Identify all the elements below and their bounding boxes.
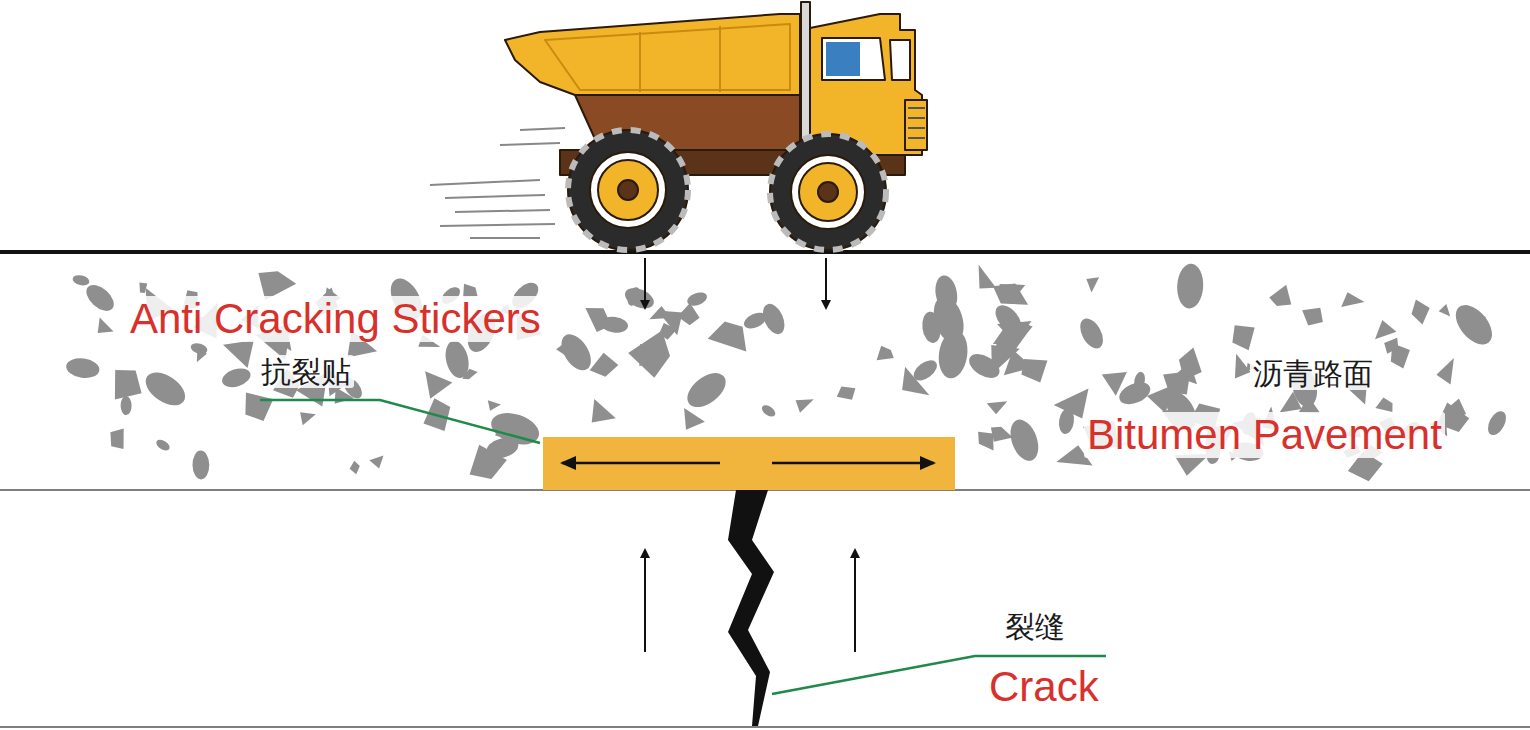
aggregate-stone bbox=[684, 408, 705, 430]
aggregate-stone bbox=[659, 323, 677, 340]
aggregate-stone bbox=[1176, 263, 1204, 309]
aggregate-stone bbox=[245, 393, 273, 421]
aggregate-stone bbox=[628, 331, 670, 378]
aggregate-stone bbox=[592, 399, 616, 423]
aggregate-stone bbox=[649, 306, 670, 319]
aggregate-stone bbox=[877, 346, 894, 360]
crack-label-en: Crack bbox=[986, 664, 1102, 710]
sticker-label-cn: 抗裂贴 bbox=[258, 355, 354, 388]
dump-truck bbox=[430, 2, 927, 250]
aggregate-stone bbox=[993, 283, 1028, 304]
aggregate-stone bbox=[223, 340, 254, 368]
tension-arrow bbox=[562, 462, 720, 465]
pavement-label-cn: 沥青路面 bbox=[1250, 357, 1376, 390]
aggregate-stone bbox=[442, 339, 472, 381]
aggregate-stone bbox=[1302, 308, 1323, 326]
anti-crack-sticker bbox=[543, 437, 955, 490]
aggregate-stone bbox=[1484, 408, 1509, 438]
aggregate-stone bbox=[1436, 358, 1454, 384]
crack-symbol bbox=[728, 490, 774, 726]
aggregate-stone bbox=[110, 428, 123, 449]
aggregate-stone bbox=[154, 438, 171, 453]
aggregate-stone bbox=[115, 370, 142, 400]
base-line bbox=[0, 726, 1530, 728]
pavement-label-en: Bitumen Pavement bbox=[1084, 412, 1445, 458]
tension-arrow bbox=[772, 462, 934, 465]
aggregate-stone bbox=[1076, 315, 1108, 352]
aggregate-stone bbox=[933, 274, 960, 314]
road-surface-line bbox=[0, 250, 1530, 254]
aggregate-stone bbox=[300, 412, 316, 425]
aggregate-stone bbox=[65, 356, 101, 380]
aggregate-stone bbox=[1086, 277, 1099, 292]
aggregate-stone bbox=[120, 396, 131, 415]
aggregate-stone bbox=[425, 371, 452, 399]
aggregate-stone bbox=[463, 284, 477, 297]
aggregate-stone bbox=[1341, 292, 1364, 307]
pavement-layer: 沥青路面 Bitumen Pavement bbox=[0, 254, 1530, 489]
aggregate-stone bbox=[139, 283, 147, 294]
load-arrow bbox=[825, 258, 827, 308]
aggregate-stone bbox=[590, 353, 619, 377]
aggregate-stone bbox=[1232, 325, 1254, 350]
aggregate-stone bbox=[1375, 320, 1397, 339]
aggregate-stone bbox=[987, 401, 1008, 414]
aggregate-stone bbox=[681, 366, 732, 414]
aggregate-stone bbox=[1412, 299, 1430, 324]
aggregate-stone bbox=[1375, 398, 1392, 413]
aggregate-stone bbox=[72, 274, 91, 287]
aggregate-stone bbox=[965, 349, 1004, 383]
aggregate-stone bbox=[708, 321, 747, 351]
aggregate-stone bbox=[1439, 304, 1451, 317]
aggregate-stone bbox=[488, 400, 501, 410]
aggregate-stone bbox=[997, 321, 1032, 344]
aggregate-stone bbox=[369, 455, 383, 468]
aggregate-stone bbox=[991, 427, 1013, 442]
aggregate-stone bbox=[837, 387, 856, 400]
aggregate-stone bbox=[796, 399, 814, 413]
aggregate-stone bbox=[760, 403, 777, 419]
leader-line bbox=[260, 400, 540, 443]
aggregate-stone bbox=[350, 461, 360, 474]
aggregate-stone bbox=[1269, 285, 1291, 306]
aggregate-stone bbox=[1015, 429, 1031, 453]
aggregate-stone bbox=[98, 317, 114, 333]
aggregate-stone bbox=[555, 329, 596, 375]
aggregate-stone bbox=[1005, 416, 1043, 465]
aggregate-stone bbox=[999, 284, 1025, 304]
sticker-label-en: Anti Cracking Stickers bbox=[127, 296, 544, 342]
aggregate-stone bbox=[1116, 378, 1153, 408]
aggregate-stone bbox=[685, 290, 708, 308]
aggregate-stone bbox=[1384, 338, 1398, 354]
aggregate-stone bbox=[678, 303, 700, 325]
aggregate-stone bbox=[645, 355, 657, 367]
aggregate-stone bbox=[1004, 350, 1033, 375]
aggregate-stone bbox=[759, 301, 789, 338]
aggregate-stone bbox=[1299, 397, 1321, 414]
load-arrow bbox=[644, 258, 646, 308]
aggregate-stone bbox=[979, 265, 996, 289]
aggregate-stone bbox=[192, 450, 209, 479]
aggregate-stone bbox=[470, 445, 507, 479]
aggregate-stone bbox=[1449, 298, 1499, 351]
aggregate-stone bbox=[220, 365, 253, 390]
aggregate-stone bbox=[82, 280, 119, 316]
aggregate-stone bbox=[197, 347, 207, 363]
aggregate-stone bbox=[910, 356, 941, 384]
aggregate-stone bbox=[1147, 385, 1174, 414]
aggregate-stone bbox=[585, 308, 611, 332]
crack-label-cn: 裂缝 bbox=[1002, 610, 1068, 643]
aggregate-stone bbox=[140, 366, 191, 412]
aggregate-stone bbox=[978, 432, 994, 451]
aggregate-stone bbox=[622, 284, 657, 312]
aggregate-stone bbox=[1280, 392, 1302, 413]
stress-arrow bbox=[854, 550, 856, 652]
stress-arrow bbox=[644, 550, 646, 652]
